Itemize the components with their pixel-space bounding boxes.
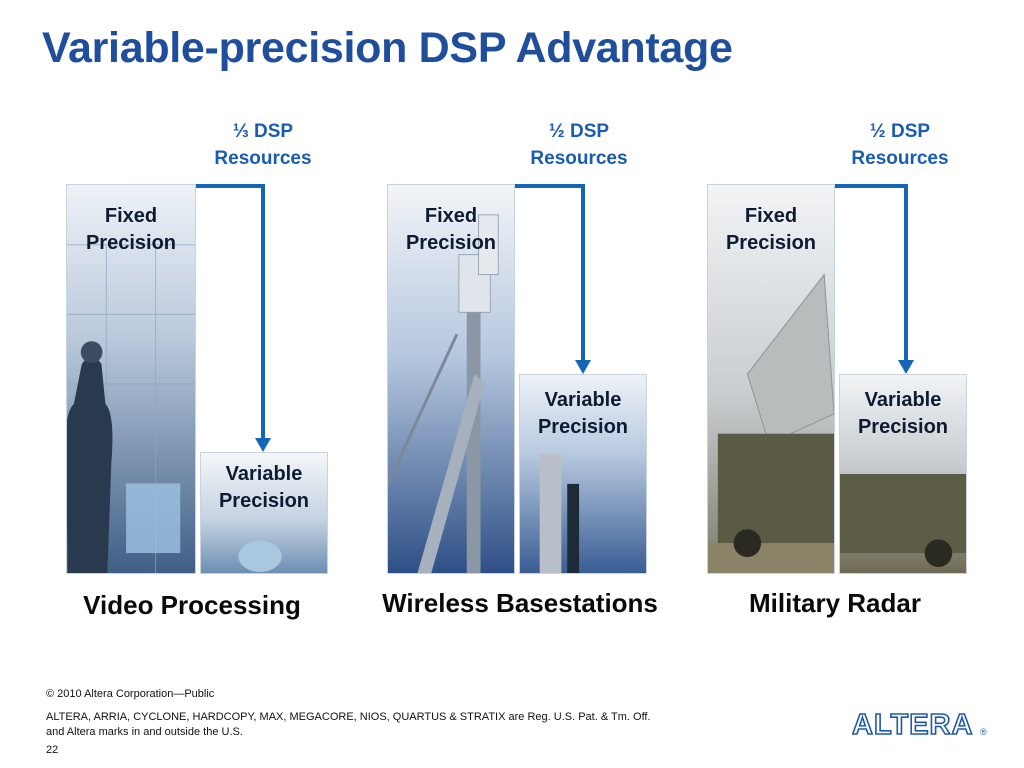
variable-panel-background xyxy=(201,453,327,573)
resource-label-line2: Resources xyxy=(214,148,312,169)
variable-precision-label: Variable Precision xyxy=(840,387,966,441)
fixed-precision-panel-video: Fixed Precision xyxy=(66,184,196,574)
video-resource-arrow xyxy=(196,184,265,440)
caption-video-processing: Video Processing xyxy=(83,590,301,620)
page-number: 22 xyxy=(46,744,59,756)
arrowhead-icon xyxy=(898,360,914,374)
fixed-label-line1: Fixed xyxy=(424,205,478,227)
fixed-precision-label: Fixed Precision xyxy=(388,203,514,257)
resource-label-line1: ½ DSP xyxy=(548,121,610,142)
fixed-precision-panel-radar: Fixed Precision xyxy=(707,184,835,574)
resource-label-line1: ⅓ DSP xyxy=(232,121,294,142)
caption-military-radar: Military Radar xyxy=(749,588,921,618)
variable-precision-label: Variable Precision xyxy=(520,387,646,441)
variable-precision-panel-radar: Variable Precision xyxy=(839,374,967,574)
radar-resource-arrow xyxy=(835,184,908,362)
fixed-label-line1: Fixed xyxy=(744,205,798,227)
fixed-precision-label: Fixed Precision xyxy=(67,203,195,257)
slide-title: Variable-precision DSP Advantage xyxy=(42,24,733,72)
resource-label-radar: ½ DSP Resources xyxy=(825,118,975,172)
resource-label-line1: ½ DSP xyxy=(869,121,931,142)
arrowhead-icon xyxy=(575,360,591,374)
variable-label-line1: Variable xyxy=(225,463,303,485)
registered-mark-icon: ® xyxy=(980,727,987,737)
fixed-label-line1: Fixed xyxy=(104,205,158,227)
variable-label-line2: Precision xyxy=(857,416,949,438)
variable-label-line2: Precision xyxy=(537,416,629,438)
arrowhead-icon xyxy=(255,438,271,452)
variable-label-line1: Variable xyxy=(864,389,942,411)
fixed-label-line2: Precision xyxy=(725,232,817,254)
altera-logo-text: ALTERA xyxy=(852,709,973,739)
fixed-precision-label: Fixed Precision xyxy=(708,203,834,257)
trademark-line-1: ALTERA, ARRIA, CYCLONE, HARDCOPY, MAX, M… xyxy=(46,711,651,723)
trademark-line-2: and Altera marks in and outside the U.S. xyxy=(46,726,243,738)
resource-label-line2: Resources xyxy=(851,148,949,169)
fixed-label-line2: Precision xyxy=(405,232,497,254)
caption-wireless-basestations: Wireless Basestations xyxy=(382,588,658,618)
altera-logo-mark: ALTERA ® xyxy=(851,708,987,742)
variable-precision-panel-wireless: Variable Precision xyxy=(519,374,647,574)
wireless-resource-arrow xyxy=(515,184,585,362)
wireless-basestation-image xyxy=(388,185,514,573)
resource-label-wireless: ½ DSP Resources xyxy=(504,118,654,172)
variable-label-line2: Precision xyxy=(218,490,310,512)
fixed-precision-panel-wireless: Fixed Precision xyxy=(387,184,515,574)
copyright-notice: © 2010 Altera Corporation—Public xyxy=(46,688,215,700)
variable-label-line1: Variable xyxy=(544,389,622,411)
variable-panel-background xyxy=(520,375,646,573)
variable-panel-background xyxy=(840,375,966,573)
altera-logo: ALTERA ® xyxy=(851,707,992,742)
resource-label-line2: Resources xyxy=(530,148,628,169)
resource-label-video: ⅓ DSP Resources xyxy=(188,118,338,172)
variable-precision-label: Variable Precision xyxy=(201,461,327,515)
variable-precision-panel-video: Variable Precision xyxy=(200,452,328,574)
fixed-label-line2: Precision xyxy=(85,232,177,254)
military-radar-image xyxy=(708,185,834,573)
video-processing-image xyxy=(67,185,195,573)
